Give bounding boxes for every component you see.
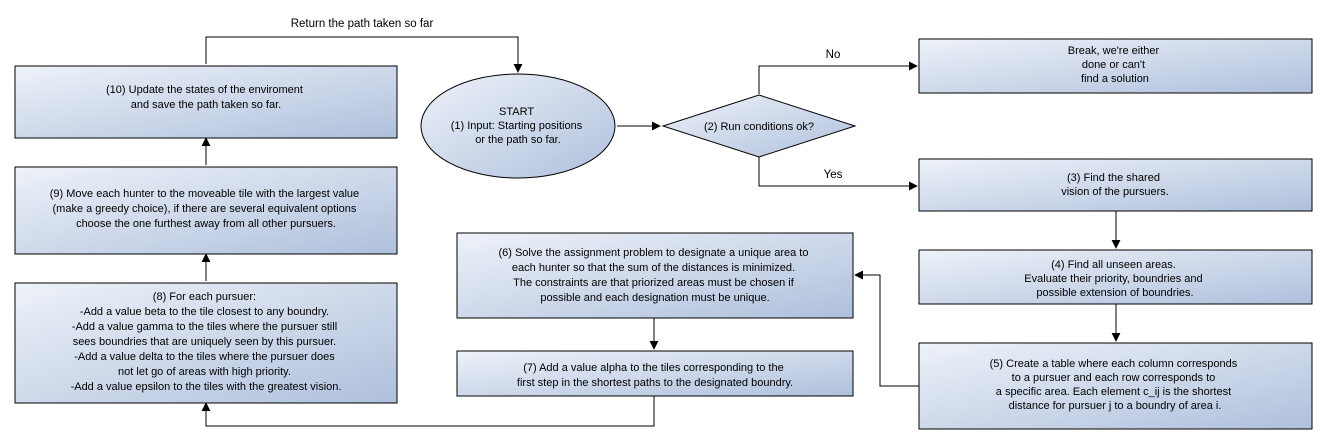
edge-label-yes: Yes: [824, 169, 843, 181]
alpha-box: [456, 350, 854, 397]
alpha-box-text: (7) Add a value alpha to the tiles corre…: [517, 362, 793, 389]
break-box: [918, 38, 1313, 94]
edge-no: [758, 61, 918, 94]
edge-return-path: [205, 36, 523, 73]
start-node-text: START (1) Input: Starting positions or t…: [451, 106, 586, 146]
pursuer-box: [14, 282, 398, 404]
start-node: [420, 73, 616, 179]
run-conditions-diamond: [661, 94, 857, 158]
move-box: [14, 166, 398, 255]
table-box-text: (5) Create a table where each column cor…: [990, 358, 1241, 412]
run-conditions-text: (2) Run conditions ok?: [704, 121, 814, 133]
shared-vision-text: (3) Find the shared vision of the pursue…: [1061, 172, 1169, 198]
break-box-text: Break, we're either done or can't find a…: [1068, 45, 1162, 85]
edge-label-no: No: [826, 49, 841, 61]
update-box: [14, 65, 398, 139]
edge-label-return: Return the path taken so far: [291, 18, 434, 30]
node-shapes: [14, 38, 1313, 430]
edge-yes: [758, 157, 918, 191]
unseen-areas-text: (4) Find all unseen areas. Evaluate thei…: [1024, 259, 1205, 299]
assignment-box-text: (6) Solve the assignment problem to desi…: [498, 247, 811, 304]
pursuer-box-text: (8) For each pursuer: -Add a value beta …: [71, 291, 342, 393]
shared-vision-box: [918, 158, 1313, 212]
update-box-text: (10) Update the states of the enviroment…: [106, 84, 306, 111]
connectors: [201, 36, 1121, 427]
table-box: [918, 342, 1313, 430]
edge-5-to-6: [854, 270, 919, 387]
unseen-areas-box: [918, 249, 1313, 305]
assignment-box: [456, 232, 854, 319]
edge-7-to-8: [201, 396, 655, 427]
move-box-text: (9) Move each hunter to the moveable til…: [50, 188, 362, 230]
